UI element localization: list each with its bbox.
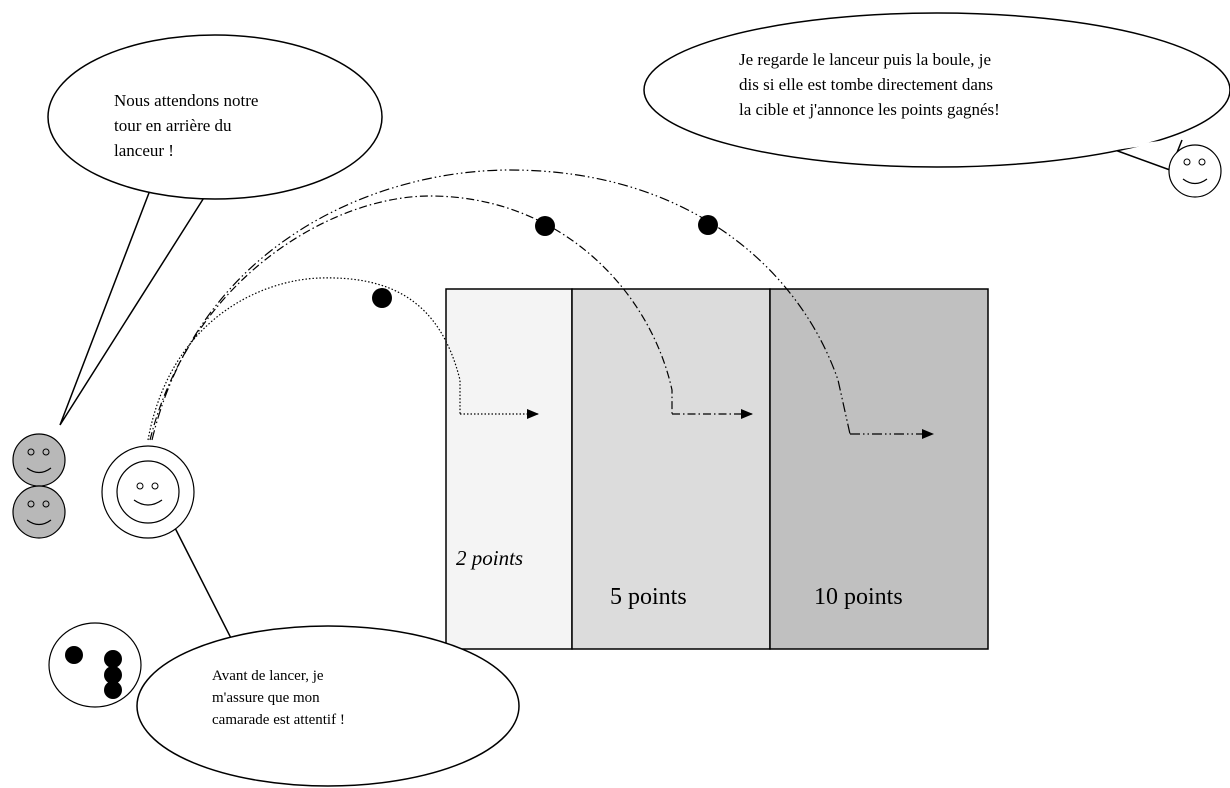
ball-icon [372, 288, 392, 308]
zone-10-points [769, 288, 989, 650]
ball-icon [104, 666, 122, 684]
ball-icon [104, 681, 122, 699]
ball-icon [698, 215, 718, 235]
balls-reserve [48, 622, 142, 708]
smiley-face-icon [12, 485, 66, 539]
trajectories [147, 169, 934, 441]
trajectory-5-points [149, 195, 673, 441]
zone-10-label: 10 points [814, 584, 903, 610]
ball-icon [65, 646, 83, 664]
zone-2-label: 2 points [456, 546, 523, 570]
ball-icon [535, 216, 555, 236]
target-area: 2 points 5 points 10 points [445, 288, 989, 650]
trajectory-10-points [151, 169, 851, 441]
thrower-speech-bubble [136, 521, 520, 787]
trajectory-2-points [147, 277, 461, 441]
thrower-player [101, 445, 195, 539]
smiley-face-icon [1168, 144, 1222, 198]
judge-player [1168, 144, 1222, 198]
waiting-player-2 [12, 485, 66, 539]
ball-icon [104, 650, 122, 668]
zone-5-points [571, 288, 771, 650]
waiting-player-1 [12, 433, 66, 487]
smiley-face-icon [116, 460, 180, 524]
thrower-bubble-text: Avant de lancer, je m'assure que mon cam… [212, 668, 345, 728]
waiting-speech-bubble [47, 34, 383, 426]
zone-5-label: 5 points [610, 584, 687, 610]
waiting-bubble-text: Nous attendons notre tour en arrière du … [114, 91, 259, 160]
judge-speech-bubble [643, 12, 1230, 171]
smiley-face-icon [12, 433, 66, 487]
zone-2-points [445, 288, 573, 650]
judge-bubble-text: Je regarde le lanceur puis la boule, je … [739, 50, 1000, 119]
